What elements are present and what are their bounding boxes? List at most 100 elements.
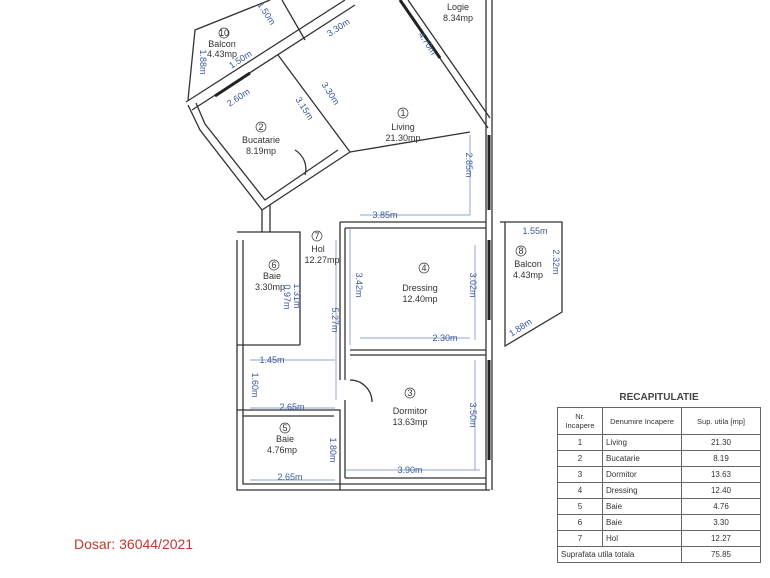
svg-text:1.88m: 1.88m <box>198 49 208 74</box>
svg-text:Dormitor: Dormitor <box>393 406 428 416</box>
row-area: 8.19 <box>681 450 761 467</box>
bath-walls <box>237 344 341 490</box>
svg-text:3.30mp: 3.30mp <box>255 282 285 292</box>
svg-text:8: 8 <box>518 246 523 256</box>
svg-text:Balcon: Balcon <box>514 259 542 269</box>
row-name: Dormitor <box>602 466 682 483</box>
row-area: 13.63 <box>681 466 761 483</box>
table-total-row: Suprafata utila totala 75.85 <box>557 546 761 563</box>
svg-text:3: 3 <box>407 388 412 398</box>
svg-text:1: 1 <box>400 108 405 118</box>
svg-text:0.97m: 0.97m <box>282 284 292 309</box>
svg-text:12.27mp: 12.27mp <box>304 255 339 265</box>
svg-text:2.60m: 2.60m <box>225 86 251 108</box>
svg-text:4: 4 <box>421 263 426 273</box>
svg-text:3.02m: 3.02m <box>468 272 478 297</box>
recap-title: RECAPITULATIE <box>619 392 699 403</box>
row-area: 12.27 <box>681 530 761 547</box>
recapitulatie-table-block: RECAPITULATIE Nr. Incapere Denumire Inca… <box>557 392 761 563</box>
hall-walls <box>236 231 490 491</box>
svg-text:2.30m: 2.30m <box>432 333 457 343</box>
row-nr: 4 <box>557 482 603 499</box>
row-nr: 6 <box>557 514 603 531</box>
svg-text:12.40mp: 12.40mp <box>402 294 437 304</box>
svg-text:Baie: Baie <box>263 271 281 281</box>
svg-text:4.43mp: 4.43mp <box>513 270 543 280</box>
svg-text:2.85m: 2.85m <box>464 152 474 177</box>
svg-text:1.80m: 1.80m <box>328 437 338 462</box>
row-area: 3.30 <box>681 514 761 531</box>
row-name: Living <box>602 434 682 451</box>
svg-text:Living: Living <box>391 122 415 132</box>
row-area: 12.40 <box>681 482 761 499</box>
balcony-10-walls <box>187 0 306 101</box>
row-name: Hol <box>602 530 682 547</box>
recap-table: Nr. Incapere Denumire Incapere Sup. util… <box>557 407 761 563</box>
header-nr: Nr. Incapere <box>557 407 603 435</box>
svg-text:21.30mp: 21.30mp <box>385 133 420 143</box>
svg-text:Dressing: Dressing <box>402 283 438 293</box>
svg-text:1.88m: 1.88m <box>507 316 533 338</box>
balcony-8-walls <box>500 221 563 348</box>
table-header-row: Nr. Incapere Denumire Incapere Sup. util… <box>557 407 761 435</box>
loggia-window <box>398 0 442 59</box>
door-swing-kitchen <box>294 149 307 176</box>
header-denumire: Denumire Incapere <box>602 407 682 435</box>
dosar-number: Dosar: 36044/2021 <box>74 536 194 552</box>
svg-text:1.50m: 1.50m <box>256 0 278 26</box>
door-swing <box>349 379 373 403</box>
row-nr: 5 <box>557 498 603 515</box>
svg-text:Baie: Baie <box>276 434 294 444</box>
svg-text:1.31m: 1.31m <box>292 283 302 308</box>
row-nr: 3 <box>557 466 603 483</box>
svg-text:2.32m: 2.32m <box>551 249 561 274</box>
kitchen-walls <box>187 54 351 211</box>
svg-text:5.27m: 5.27m <box>330 307 340 332</box>
header-suprafata: Sup. utila [mp] <box>681 407 761 435</box>
row-name: Baie <box>602 514 682 531</box>
svg-text:1.60m: 1.60m <box>250 372 260 397</box>
svg-text:1.45m: 1.45m <box>259 355 284 365</box>
total-value: 75.85 <box>681 546 761 563</box>
svg-text:1.55m: 1.55m <box>522 226 547 236</box>
svg-text:3.42m: 3.42m <box>354 272 364 297</box>
outer-wall-right <box>485 0 493 490</box>
svg-text:2.65m: 2.65m <box>277 472 302 482</box>
living-walls <box>261 131 471 232</box>
total-label: Suprafata utila totala <box>557 546 682 563</box>
svg-text:3.30m: 3.30m <box>325 16 351 38</box>
svg-text:7: 7 <box>314 231 319 241</box>
row-area: 21.30 <box>681 434 761 451</box>
svg-text:4.70m: 4.70m <box>417 30 439 56</box>
svg-text:10: 10 <box>219 28 229 38</box>
svg-text:4.43mp: 4.43mp <box>207 49 237 59</box>
svg-text:Logie: Logie <box>447 2 469 12</box>
dimension-lines <box>250 135 480 481</box>
svg-text:3.15m: 3.15m <box>294 95 316 121</box>
room-walls <box>339 221 486 479</box>
row-name: Dressing <box>602 482 682 499</box>
row-area: 4.76 <box>681 498 761 515</box>
row-name: Baie <box>602 498 682 515</box>
svg-text:2.65m: 2.65m <box>279 402 304 412</box>
svg-text:5: 5 <box>282 423 287 433</box>
svg-text:3.90m: 3.90m <box>397 465 422 475</box>
svg-text:2: 2 <box>258 122 263 132</box>
svg-text:Bucatarie: Bucatarie <box>242 135 280 145</box>
